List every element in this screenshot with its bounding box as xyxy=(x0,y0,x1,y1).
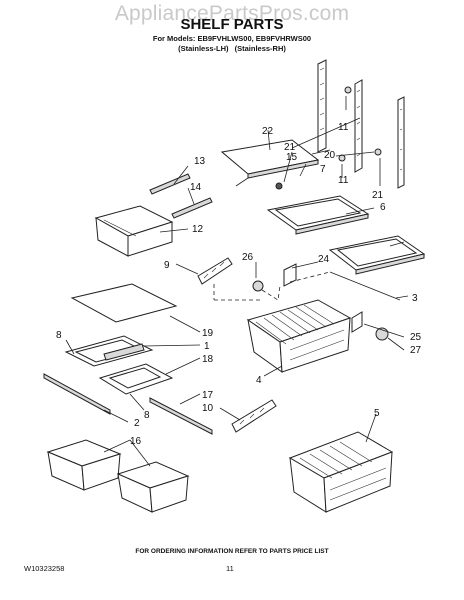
callout-26: 26 xyxy=(242,252,254,263)
page-number: 11 xyxy=(226,564,234,573)
rail-screw-part xyxy=(338,86,382,162)
callout-10: 10 xyxy=(202,403,214,414)
callout-11b: 11 xyxy=(338,175,349,186)
shelf-trim-part xyxy=(103,343,145,361)
shelf-bracket-part xyxy=(197,257,260,301)
shelf-frame-part xyxy=(64,335,154,367)
callout-6: 6 xyxy=(380,202,386,213)
shelf-rail-lower-part xyxy=(43,373,111,415)
models-line: For Models: EB9FVHLWS00, EB9FVHRWS00 xyxy=(152,34,312,43)
callout-1: 1 xyxy=(204,341,210,352)
callout-3: 3 xyxy=(412,293,418,304)
variants-line: (Stainless-LH) (Stainless-RH) xyxy=(178,44,286,53)
wire-basket-upper-part xyxy=(246,299,352,374)
callout-17: 17 xyxy=(202,390,214,401)
callout-22: 22 xyxy=(262,126,274,137)
drawer-slide-part xyxy=(149,173,191,195)
callout-12: 12 xyxy=(192,224,204,235)
storage-bin-right-part xyxy=(116,461,190,513)
roller-bracket-right-part xyxy=(351,311,363,333)
callout-18: 18 xyxy=(202,354,214,365)
shelf-glass-lower-part xyxy=(328,235,426,275)
callout-9: 9 xyxy=(164,260,170,271)
wire-basket-lower-part xyxy=(288,431,394,513)
callout-25: 25 xyxy=(410,332,422,343)
glass-shelf-part xyxy=(70,283,178,323)
callout-15: 15 xyxy=(286,152,298,163)
roller-left-part xyxy=(252,280,264,292)
callout-8a: 8 xyxy=(56,330,62,341)
roller-dash-guide xyxy=(261,285,281,301)
slide-bracket-part xyxy=(231,399,277,433)
basket-rod-part xyxy=(329,271,401,301)
document-number: W10323258 xyxy=(24,564,65,573)
callout-20: 20 xyxy=(324,150,336,161)
drawer-slide-lower-part xyxy=(171,197,213,219)
callout-4: 4 xyxy=(256,375,262,386)
shelf-rail-right-part xyxy=(397,96,405,189)
drawer-rail-part xyxy=(149,397,213,435)
callout-11a: 11 xyxy=(338,122,349,133)
callout-2: 2 xyxy=(134,418,140,429)
shelf-rail-middle-part xyxy=(354,79,363,173)
ordering-note: FOR ORDERING INFORMATION REFER TO PARTS … xyxy=(135,548,329,555)
callout-19: 19 xyxy=(202,328,214,339)
callout-14: 14 xyxy=(190,182,202,193)
storage-bin-left-part xyxy=(46,439,122,491)
callout-21a: 21 xyxy=(284,142,296,153)
callout-13: 13 xyxy=(194,156,206,167)
callout-8b: 8 xyxy=(144,410,150,421)
callout-16: 16 xyxy=(130,436,142,447)
shelf-front-frame-part xyxy=(98,363,174,395)
leader-lines xyxy=(65,96,409,467)
callout-7: 7 xyxy=(320,164,326,175)
roller-bracket-part xyxy=(283,263,297,287)
crisper-drawer-part xyxy=(94,205,174,257)
callout-24: 24 xyxy=(318,254,330,265)
watermark: AppliancePartsPros.com xyxy=(114,2,350,25)
shelf-rail-left-part xyxy=(317,59,327,153)
shelf-glass-upper-part xyxy=(266,195,370,235)
callout-5: 5 xyxy=(374,408,380,419)
shelf-screw-part xyxy=(275,182,283,190)
callout-21b: 21 xyxy=(372,190,384,201)
cantilever-shelf-part xyxy=(220,139,320,187)
page-title: SHELF PARTS xyxy=(180,16,284,33)
callout-27: 27 xyxy=(410,345,422,356)
